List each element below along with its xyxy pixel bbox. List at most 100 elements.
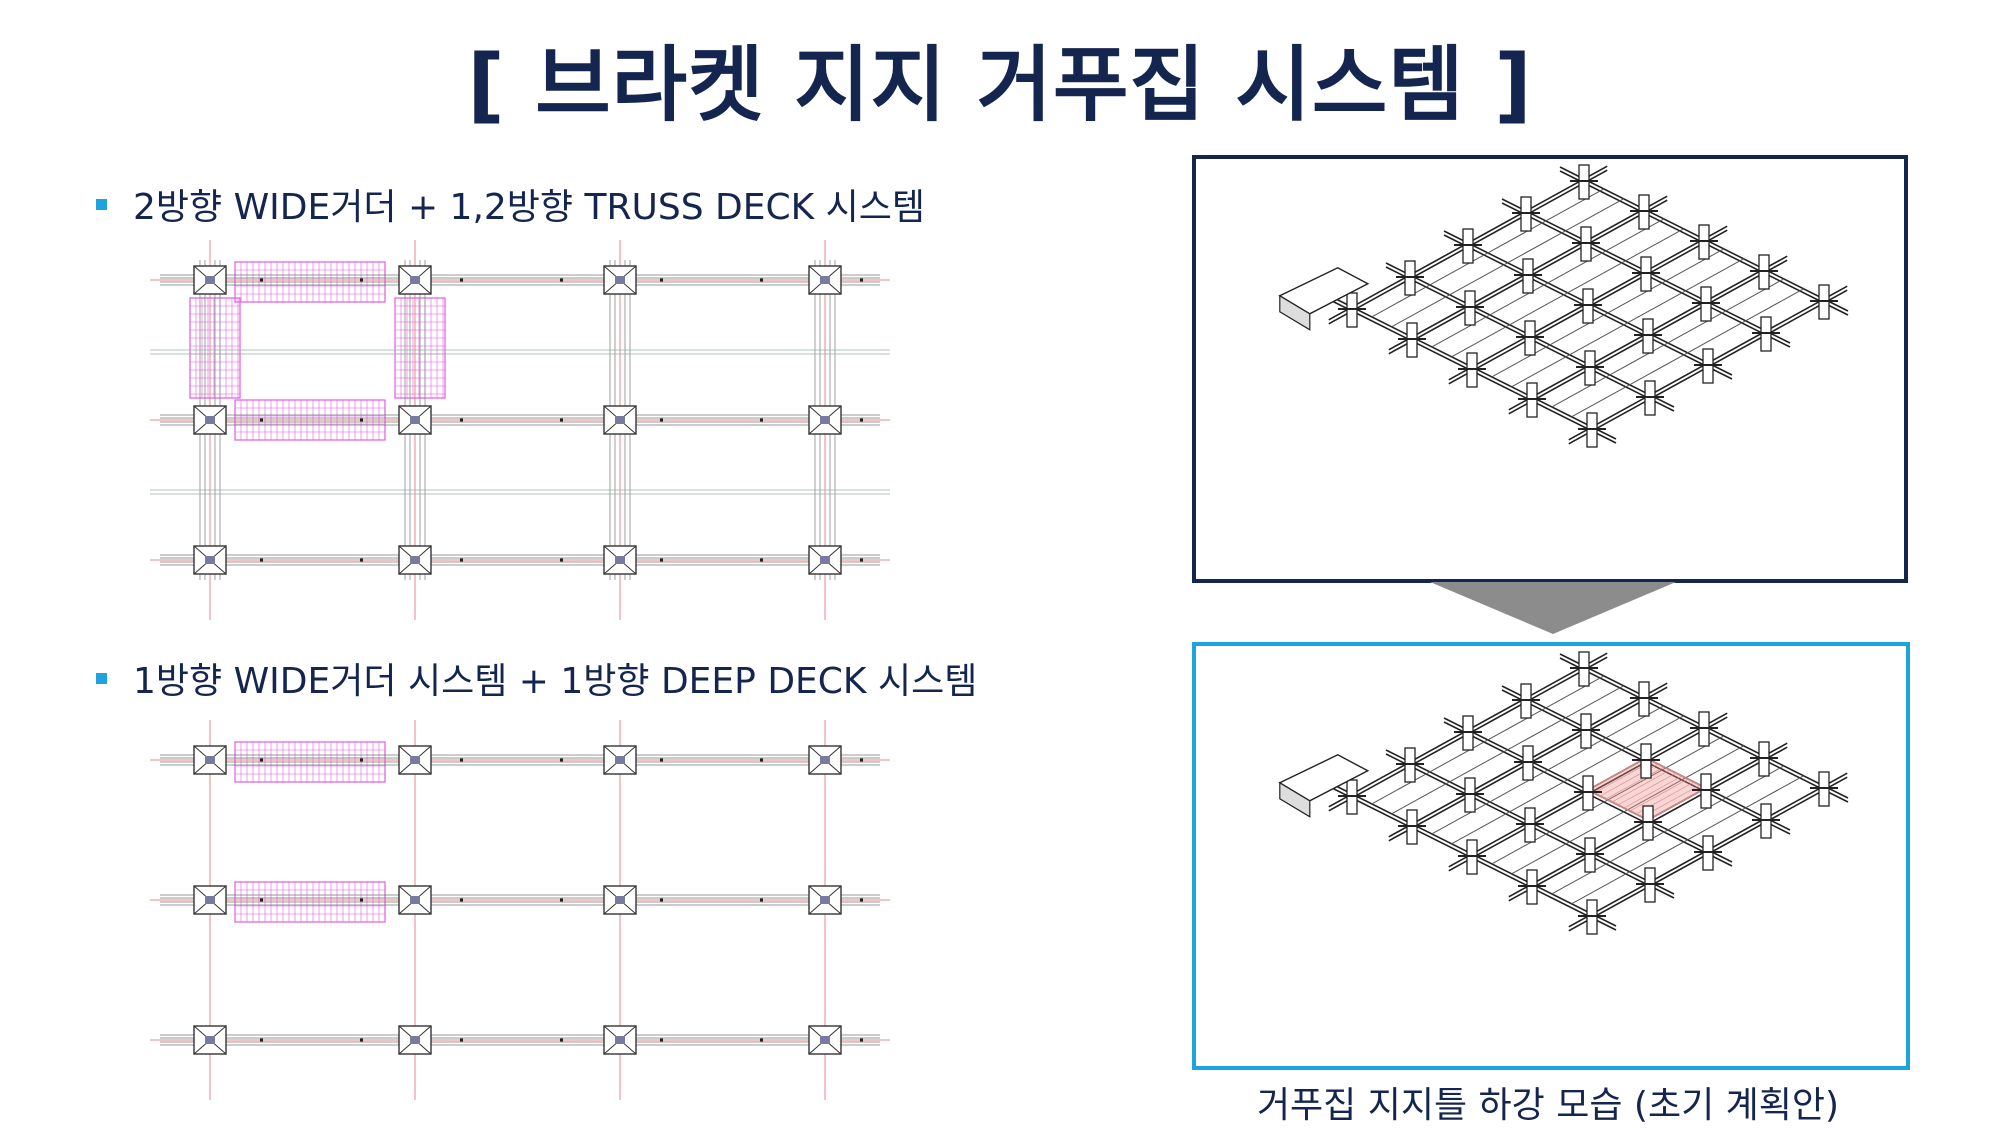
iso-beam [1627, 777, 1686, 811]
deck-hatch [1629, 778, 1689, 812]
girder-tick [260, 758, 263, 762]
iso-beam [1489, 769, 1549, 803]
column-node [615, 756, 625, 764]
girder-tick [460, 758, 463, 762]
column-node [820, 416, 830, 424]
girder-tick [260, 898, 263, 902]
girder-tick [360, 278, 363, 282]
iso-beam [1629, 839, 1688, 873]
iso-beam [1487, 707, 1547, 741]
girder-tick [560, 1038, 563, 1042]
iso-beam [1569, 809, 1628, 843]
iso-beam [1431, 801, 1491, 835]
iso-beam [1431, 314, 1491, 348]
iso-beam [1549, 312, 1609, 346]
iso-beam [1745, 775, 1804, 809]
girder-tick [760, 1038, 763, 1042]
isometric-frame-drawing-lowered [1278, 651, 1849, 935]
girder-tick [860, 898, 863, 902]
deck-zone [234, 399, 386, 441]
iso-core-block [1279, 781, 1311, 818]
iso-beam [1609, 342, 1669, 376]
girder-tick [660, 558, 663, 562]
iso-beam [1625, 715, 1684, 749]
girder-tick [260, 278, 263, 282]
down-arrow-icon [1430, 582, 1676, 634]
iso-beam [1547, 250, 1607, 284]
iso-beam [1687, 807, 1746, 841]
iso-beam [1551, 861, 1611, 895]
isometric-frame-drawing [1278, 164, 1849, 448]
iso-beam [1609, 829, 1669, 863]
girder-tick [660, 278, 663, 282]
girder-tick [360, 558, 363, 562]
iso-beam [1507, 230, 1566, 264]
iso-beam [1687, 320, 1746, 354]
iso-beam [1449, 262, 1508, 296]
girder-tick [860, 278, 863, 282]
column-node [820, 756, 830, 764]
iso-beam [1451, 811, 1510, 845]
iso-beam [1509, 292, 1568, 326]
deck-hatch [1617, 772, 1677, 806]
column-node [820, 1036, 830, 1044]
iso-beam [1429, 739, 1489, 773]
iso-beam [1551, 374, 1611, 408]
iso-beam [1487, 220, 1547, 254]
iso-beam [1667, 310, 1727, 344]
iso-core-block [1279, 294, 1311, 331]
iso-beam [1507, 717, 1566, 751]
iso-beam [1489, 282, 1549, 316]
section-1-heading: 2방향 WIDE거더 + 1,2방향 TRUSS DECK 시스템 [96, 178, 925, 230]
section-2-label: 1방향 WIDE거더 시스템 + 1방향 DEEP DECK 시스템 [133, 661, 978, 702]
column-node [820, 276, 830, 284]
iso-beam [1511, 354, 1570, 388]
girder-tick [660, 758, 663, 762]
column-node [615, 276, 625, 284]
deck-hatch [1611, 769, 1671, 803]
iso-beam [1605, 705, 1665, 739]
iso-beam [1665, 735, 1725, 769]
iso-beam [1565, 685, 1624, 719]
girder-tick [860, 758, 863, 762]
iso-beam [1745, 288, 1804, 322]
girder-tick [460, 418, 463, 422]
column-node [205, 896, 215, 904]
iso-beam [1725, 765, 1785, 799]
column-node [820, 896, 830, 904]
iso-beam [1451, 324, 1510, 358]
column-node [615, 556, 625, 564]
girder-tick [560, 278, 563, 282]
iso-beam [1371, 284, 1431, 318]
iso-beam [1371, 771, 1431, 805]
column-node [615, 416, 625, 424]
isometric-view-initial [1192, 155, 1908, 583]
girder-tick [360, 758, 363, 762]
deck-hatch [1605, 766, 1665, 800]
girder-tick [760, 558, 763, 562]
girder-tick [760, 278, 763, 282]
column-node [410, 1036, 420, 1044]
girder-tick [560, 898, 563, 902]
girder-tick [760, 418, 763, 422]
girder-tick [660, 1038, 663, 1042]
iso-beam [1571, 384, 1630, 418]
iso-beam [1607, 767, 1667, 801]
deck-hatch [1647, 787, 1707, 821]
iso-beam [1571, 871, 1630, 905]
iso-beam [1685, 258, 1744, 292]
girder-tick [560, 558, 563, 562]
girder-tick [360, 418, 363, 422]
girder-tick [860, 558, 863, 562]
iso-beam [1567, 747, 1626, 781]
girder-tick [360, 1038, 363, 1042]
iso-beam [1627, 290, 1686, 324]
column-node [410, 556, 420, 564]
girder-tick [860, 418, 863, 422]
column-node [820, 556, 830, 564]
girder-tick [460, 278, 463, 282]
figure-caption: 거푸집 지지틀 하강 모습 (초기 계획안) [1256, 1085, 1840, 1126]
square-bullet-icon [96, 672, 107, 684]
column-node [410, 416, 420, 424]
iso-beam [1625, 228, 1684, 262]
